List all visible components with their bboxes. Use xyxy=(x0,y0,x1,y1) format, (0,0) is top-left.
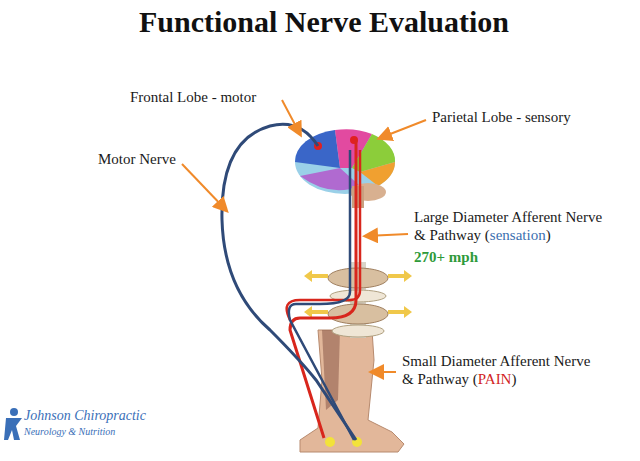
logo-text: Johnson Chiropractic xyxy=(24,408,146,425)
accent-word: sensation xyxy=(490,227,546,243)
logo-text: Neurology & Nutrition xyxy=(24,426,115,438)
logo-figure xyxy=(4,408,22,440)
vertebra xyxy=(328,268,388,288)
motor-nerve xyxy=(222,124,356,440)
brain xyxy=(295,129,395,208)
nerve-root-arrows xyxy=(304,270,412,318)
leader-arrows xyxy=(182,100,426,372)
pathway-label: Large Diameter Afferent Nerve & Pathway … xyxy=(414,208,610,244)
accent-word: PAIN xyxy=(478,371,512,387)
disc xyxy=(332,325,384,337)
lobe-label: Frontal Lobe - motor xyxy=(130,88,256,106)
toe-dot xyxy=(325,437,335,447)
speed-label: 270+ mph xyxy=(414,248,478,266)
large-afferent-pathway xyxy=(290,140,356,438)
nerve-label: Motor Nerve xyxy=(98,150,176,168)
vertebra xyxy=(328,304,388,324)
lobe-label: Parietal Lobe - sensory xyxy=(432,108,571,126)
spinal-motor-pathway xyxy=(289,150,354,440)
pathway-label: Small Diameter Afferent Nerve & Pathway … xyxy=(402,352,598,388)
title: Functional Nerve Evaluation xyxy=(4,4,640,40)
